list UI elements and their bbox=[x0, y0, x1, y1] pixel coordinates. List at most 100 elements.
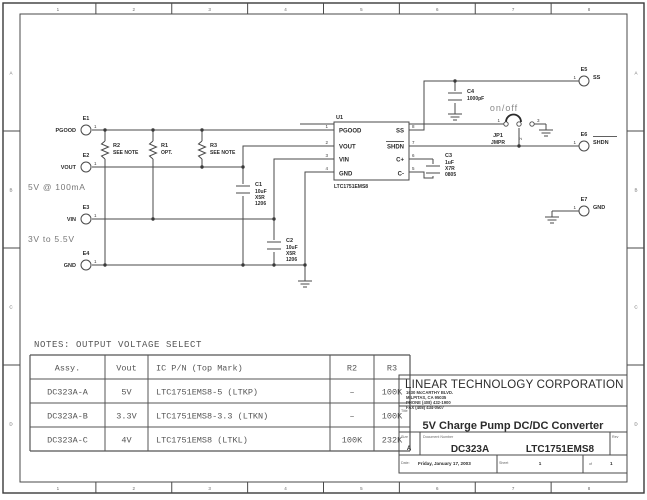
company-name: LINEAR TECHNOLOGY CORPORATION bbox=[405, 379, 624, 391]
rev-label: Rev bbox=[612, 435, 619, 439]
jumper-pad-2[interactable] bbox=[516, 121, 522, 127]
sheet-border bbox=[2, 2, 645, 494]
table-cell: DC323A-C bbox=[47, 436, 88, 446]
frame-col-label-bottom: 5 bbox=[360, 486, 363, 491]
table-header-cell: Vout bbox=[116, 364, 136, 374]
table-cell: 5V bbox=[121, 388, 132, 398]
port-pin-number: 1 bbox=[94, 259, 97, 264]
left-port-e4[interactable]: GND E4 1 bbox=[64, 251, 97, 271]
ic-pin-label-gnd: GND bbox=[339, 172, 353, 178]
port-ref: E5 bbox=[581, 67, 588, 73]
capacitor-value-1: 1uF bbox=[445, 160, 454, 166]
jumper-pad-1[interactable] bbox=[503, 121, 509, 127]
capacitor-value-3: 1206 bbox=[286, 257, 297, 263]
ic-u1[interactable]: U1 LTC1751EMS8 PGOOD VOUT VIN GND SS SHD… bbox=[325, 115, 415, 190]
capacitor-c4[interactable]: C4 1000pF bbox=[448, 89, 484, 102]
document-number: DC323A bbox=[451, 444, 489, 455]
right-port-e7[interactable]: GND E7 1 bbox=[573, 197, 605, 217]
capacitor-c2[interactable]: C2 10uF X5R 1206 bbox=[267, 238, 298, 263]
table-cell: 3.3V bbox=[116, 412, 137, 422]
capacitor-value-1: 1000pF bbox=[467, 96, 484, 102]
jumper-type: JMPR bbox=[491, 140, 505, 146]
ic-pin-label-ss: SS bbox=[396, 129, 404, 135]
ground-symbol-main bbox=[298, 280, 312, 288]
right-port-e5[interactable]: SS E5 1 bbox=[573, 67, 601, 87]
ic-pin-label-vout: VOUT bbox=[339, 145, 356, 151]
ic-pin-num-3: 3 bbox=[325, 153, 328, 158]
left-port-e1[interactable]: PGOOD E1 1 bbox=[56, 116, 97, 136]
left-port-e2[interactable]: VOUT E2 1 5V @ 100mA bbox=[28, 153, 97, 192]
port-pin-number: 1 bbox=[94, 124, 97, 129]
resistor-r1[interactable]: R1 OPT. bbox=[148, 140, 173, 160]
title-label: Title bbox=[401, 409, 408, 413]
frame-row-label-left: B bbox=[9, 188, 12, 193]
table-cell: 100K bbox=[382, 412, 403, 422]
right-port-e6[interactable]: SHDN E6 1 bbox=[573, 132, 617, 152]
capacitor-c3[interactable]: C3 1uF X7R 0805 bbox=[426, 153, 456, 178]
capacitor-value-2: X5R bbox=[255, 195, 265, 201]
sheet-number: 1 bbox=[539, 461, 542, 466]
ic-pin-label-shdn: SHDN bbox=[387, 145, 404, 151]
table-header-cell: Assy. bbox=[55, 364, 81, 374]
port-pin-number: 1 bbox=[94, 161, 97, 166]
capacitor-c1[interactable]: C1 10uF X5R 1206 bbox=[236, 182, 267, 207]
port-net-label: VOUT bbox=[61, 165, 77, 171]
resistor-value: OPT. bbox=[161, 150, 173, 156]
table-cell: DC323A-A bbox=[47, 388, 89, 398]
sheet-size: A bbox=[407, 446, 412, 452]
company-address-1: 1630 McCARTHY BLVD. bbox=[406, 390, 453, 395]
resistor-ref: R3 bbox=[210, 143, 217, 149]
junction-dots bbox=[103, 79, 521, 267]
resistor-ref: R1 bbox=[161, 143, 168, 149]
port-ref: E7 bbox=[581, 197, 588, 203]
frame-col-label-top: 5 bbox=[360, 7, 363, 12]
frame-col-label-top: 4 bbox=[284, 7, 287, 12]
port-net-label: GND bbox=[64, 263, 76, 269]
frame-col-label-bottom: 8 bbox=[588, 486, 591, 491]
ic-pin-num-4: 4 bbox=[325, 166, 328, 171]
jumper-pin-num-2: 2 bbox=[518, 137, 523, 140]
title-block: LINEAR TECHNOLOGY CORPORATION 1630 McCAR… bbox=[398, 374, 628, 474]
capacitor-value-2: X7R bbox=[445, 166, 455, 172]
frame-row-label-right: B bbox=[634, 188, 637, 193]
port-net-label: SS bbox=[593, 75, 601, 81]
frame-row-label-right: A bbox=[634, 71, 637, 76]
table-cell: – bbox=[349, 412, 354, 422]
left-port-e3[interactable]: VIN E3 1 3V to 5.5V bbox=[28, 205, 97, 244]
ic-pin-num-6: 6 bbox=[412, 153, 415, 158]
frame-col-label-top: 3 bbox=[208, 7, 211, 12]
jumper-pad-3[interactable] bbox=[529, 121, 535, 127]
capacitor-ref: C2 bbox=[286, 238, 293, 244]
frame-col-label-bottom: 7 bbox=[512, 486, 515, 491]
port-pin-number: 1 bbox=[573, 140, 576, 145]
capacitor-value-2: X5R bbox=[286, 251, 296, 257]
frame-col-label-top: 8 bbox=[588, 7, 591, 12]
port-pin-number: 1 bbox=[94, 213, 97, 218]
ground-symbol-jp1 bbox=[539, 129, 553, 137]
ground-symbol-e7 bbox=[545, 216, 559, 224]
ic-pin-num-5: 5 bbox=[412, 166, 415, 171]
company-address-2: MILPITAS, CA 95035 bbox=[406, 395, 447, 400]
company-address-3: PHONE (408) 432-1900 bbox=[406, 400, 451, 405]
frame-row-label-left: A bbox=[9, 71, 12, 76]
date-label: Date: bbox=[401, 461, 410, 465]
ground-symbol-c4 bbox=[448, 113, 462, 121]
resistor-r3[interactable]: R3 SEE NOTE bbox=[197, 140, 236, 160]
resistor-value: SEE NOTE bbox=[113, 150, 139, 156]
jumper-jp1[interactable]: on/off 1 2 3 JP1 JMPR bbox=[490, 103, 540, 146]
table-cell: LTC1751EMS8-5 (LTKP) bbox=[156, 388, 258, 398]
port-ref: E4 bbox=[83, 251, 91, 257]
table-cell: 100K bbox=[382, 388, 403, 398]
of-label: of bbox=[589, 462, 592, 466]
jumper-shunt[interactable] bbox=[505, 113, 522, 123]
resistor-r2[interactable]: R2 SEE NOTE bbox=[100, 140, 139, 160]
table-cell: 4V bbox=[121, 436, 132, 446]
port-pin-number: 1 bbox=[573, 75, 576, 80]
frame-col-label-bottom: 2 bbox=[133, 486, 136, 491]
port-ref: E3 bbox=[83, 205, 90, 211]
frame-row-label-right: D bbox=[634, 422, 638, 427]
